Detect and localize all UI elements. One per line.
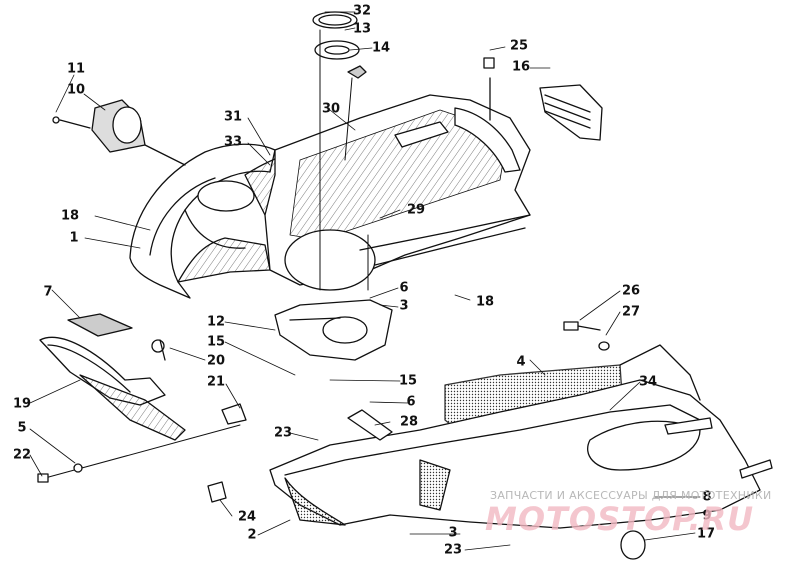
callout-10: 10 <box>66 82 86 98</box>
callout-21: 21 <box>206 374 226 390</box>
callout-4: 4 <box>516 354 526 370</box>
callout-28: 28 <box>399 414 419 430</box>
callout-23-lower: 23 <box>443 542 463 558</box>
callout-26: 26 <box>621 283 641 299</box>
part-1-hood-side <box>129 143 276 299</box>
callout-3-lower: 3 <box>448 525 458 541</box>
leader-lines <box>29 11 701 551</box>
callout-17: 17 <box>696 526 716 542</box>
callout-12: 12 <box>206 314 226 330</box>
callout-32: 32 <box>352 3 372 19</box>
callout-15-left: 15 <box>206 334 226 350</box>
part-28-24-17-small-parts <box>207 409 646 560</box>
part-16-grille <box>483 57 603 141</box>
callout-18-right: 18 <box>475 294 495 310</box>
callout-22: 22 <box>12 447 32 463</box>
callout-11: 11 <box>66 61 86 77</box>
part-12-tray <box>274 299 393 361</box>
callout-16: 16 <box>511 59 531 75</box>
callout-23-upper: 23 <box>273 425 293 441</box>
part-10-duct <box>52 99 186 166</box>
callout-18-left: 18 <box>60 208 80 224</box>
callout-29: 29 <box>406 202 426 218</box>
callout-15-right: 15 <box>398 373 418 389</box>
watermark-logo: MOTOSTOP.RU <box>485 500 755 538</box>
part-30-hood-top <box>264 94 531 291</box>
callout-9: 9 <box>702 508 712 524</box>
part-2-belly-pan <box>269 344 773 529</box>
callout-2: 2 <box>247 527 257 543</box>
callout-34: 34 <box>638 374 658 390</box>
part-21-5-22-fasteners <box>37 403 247 483</box>
part-7-19-20-small-parts <box>39 313 186 441</box>
callout-25: 25 <box>509 38 529 54</box>
callout-1: 1 <box>69 230 79 246</box>
callout-33: 33 <box>223 134 243 150</box>
callout-31: 31 <box>223 109 243 125</box>
callout-6-upper: 6 <box>399 280 409 296</box>
callout-30: 30 <box>321 101 341 117</box>
callout-27: 27 <box>621 304 641 320</box>
part-32-13-14-seals <box>312 11 369 291</box>
callout-8: 8 <box>702 489 712 505</box>
callout-3-upper: 3 <box>399 298 409 314</box>
callout-5: 5 <box>17 420 27 436</box>
part-26-27-bolt <box>563 321 610 351</box>
callout-7: 7 <box>43 284 53 300</box>
callout-6-lower: 6 <box>406 394 416 410</box>
callout-19: 19 <box>12 396 32 412</box>
callout-24: 24 <box>237 509 257 525</box>
callout-13: 13 <box>352 21 372 37</box>
callout-20: 20 <box>206 353 226 369</box>
callout-14: 14 <box>371 40 391 56</box>
watermark-text: ЗАПЧАСТИ И АКСЕССУАРЫ ДЛЯ МОТОТЕХНИКИ <box>490 489 772 502</box>
